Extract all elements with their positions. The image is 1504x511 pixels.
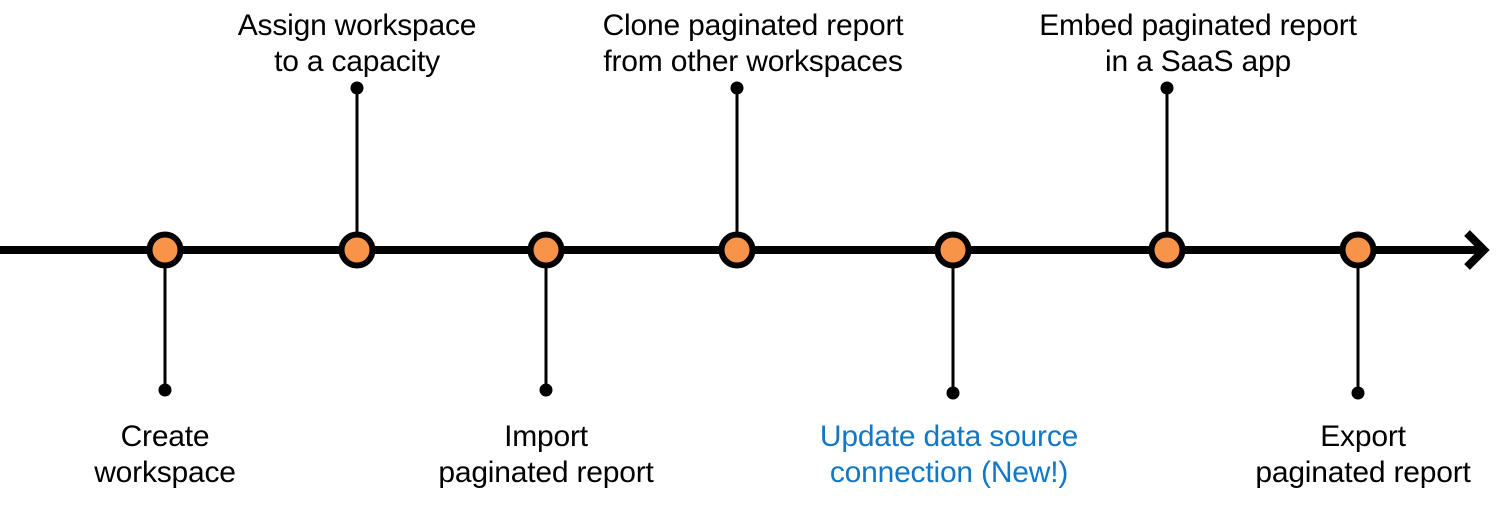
timeline-node-4[interactable] [718, 231, 756, 269]
stem-end-dot-5 [946, 386, 960, 400]
timeline-label-2: Assign workspace to a capacity [237, 9, 477, 78]
stem-end-dot-3 [539, 383, 553, 397]
axis-arrowhead-icon [1464, 230, 1490, 270]
timeline-node-2[interactable] [338, 231, 376, 269]
timeline-label-7: Export paginated report [1255, 420, 1471, 489]
stem-end-dot-4 [730, 81, 744, 95]
timeline-nodes [146, 231, 1377, 269]
timeline-label-1: Create workspace [94, 420, 236, 489]
timeline-node-6[interactable] [1148, 231, 1186, 269]
timeline-node-1[interactable] [146, 231, 184, 269]
timeline-node-3[interactable] [527, 231, 565, 269]
timeline-label-6: Embed paginated report in a SaaS app [1039, 9, 1357, 78]
connector-stems [158, 81, 1365, 400]
timeline-label-5: Update data source connection (New!) [819, 420, 1079, 489]
stem-end-dot-2 [350, 81, 364, 95]
stem-end-dot-6 [1160, 81, 1174, 95]
stem-end-dot-7 [1351, 386, 1365, 400]
timeline-label-3: Import paginated report [438, 420, 654, 489]
timeline-node-5[interactable] [934, 231, 972, 269]
timeline-node-7[interactable] [1339, 231, 1377, 269]
stem-end-dot-1 [158, 383, 172, 397]
timeline-label-4: Clone paginated report from other worksp… [602, 9, 904, 78]
